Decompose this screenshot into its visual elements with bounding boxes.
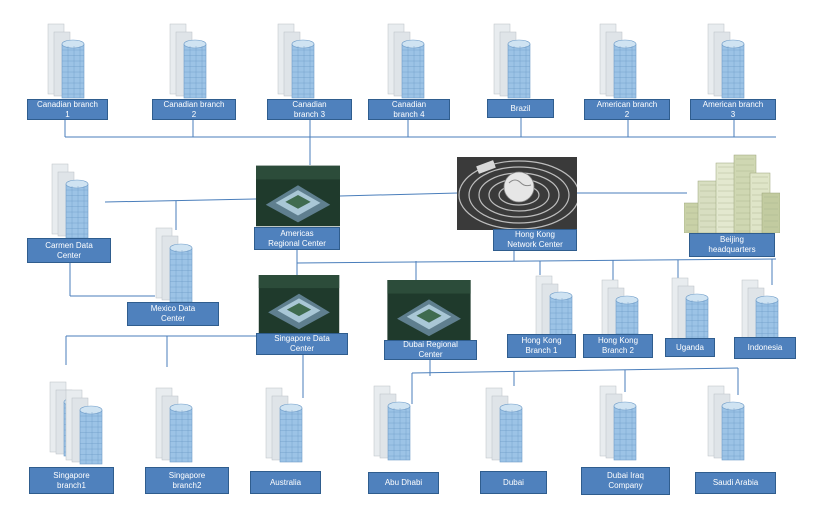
label-mexico-data-center: Mexico Data Center [127, 302, 219, 326]
label-canadian-branch-3: Canadian branch 3 [267, 99, 352, 120]
label-singapore-branch2: Singapore branch2 [145, 467, 229, 494]
canadian-branch-4-building-icon [387, 23, 425, 99]
label-indonesia: Indonesia [734, 337, 796, 359]
label-american-branch-3: American branch 3 [690, 99, 776, 120]
dubai-building-icon [485, 387, 523, 463]
label-canadian-branch-2: Canadian branch 2 [152, 99, 236, 120]
americas-regional-center-campus-icon [256, 165, 340, 227]
hong-kong-network-center-globe-icon [457, 157, 577, 230]
dubai-regional-center-campus-icon [387, 280, 471, 340]
dubai-iraq-company-building-icon [599, 385, 637, 461]
brazil-building-icon [493, 23, 531, 99]
label-american-branch-2: American branch 2 [584, 99, 670, 120]
american-branch-3-building-icon [707, 23, 745, 99]
label-dubai-regional-center: Dubai Regional Center [384, 340, 477, 360]
label-canadian-branch-4: Canadian branch 4 [368, 99, 450, 120]
label-brazil: Brazil [487, 99, 554, 118]
mexico-data-center-building-icon [155, 227, 193, 303]
singapore-data-center-campus-icon [258, 275, 340, 333]
label-canadian-branch-1: Canadian branch 1 [27, 99, 108, 120]
label-saudi-arabia: Saudi Arabia [695, 472, 776, 494]
label-americas-regional-center: Americas Regional Center [254, 227, 340, 250]
label-australia: Australia [250, 471, 321, 494]
singapore-branch2-building-icon [155, 387, 193, 463]
abu-dhabi-building-icon [373, 385, 411, 461]
label-dubai-iraq-company: Dubai Iraq Company [581, 467, 670, 495]
canadian-branch-1-building-icon [47, 23, 85, 99]
label-abu-dhabi: Abu Dhabi [368, 472, 439, 494]
label-singapore-data-center: Singapore Data Center [256, 333, 348, 355]
label-dubai: Dubai [480, 471, 547, 494]
label-beijing-headquarters: Beijing headquarters [689, 233, 775, 257]
label-hong-kong-branch-1: Hong Kong Branch 1 [507, 334, 576, 358]
label-hong-kong-branch-2: Hong Kong Branch 2 [583, 334, 653, 358]
canadian-branch-2-building-icon [169, 23, 207, 99]
carmen-data-center-building-icon [51, 163, 89, 239]
singapore-branch1-second-building-icon [65, 389, 103, 465]
label-carmen-data-center: Carmen Data Center [27, 238, 111, 263]
label-hong-kong-network-center: Hong Kong Network Center [493, 229, 577, 251]
canadian-branch-3-building-icon [277, 23, 315, 99]
label-singapore-branch1: Singapore branch1 [29, 467, 114, 494]
australia-building-icon [265, 387, 303, 463]
american-branch-2-building-icon [599, 23, 637, 99]
beijing-headquarters-skyline-icon [684, 154, 780, 233]
label-uganda: Uganda [665, 338, 715, 357]
saudi-arabia-building-icon [707, 385, 745, 461]
